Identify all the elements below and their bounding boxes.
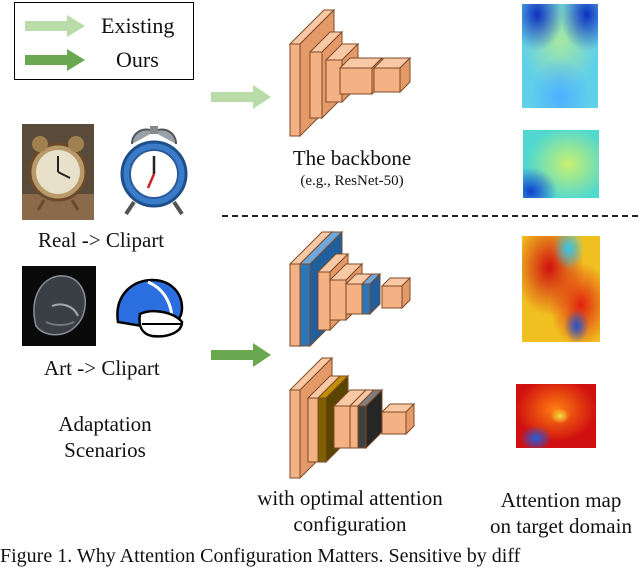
arrow-existing-flow-icon bbox=[211, 85, 271, 109]
attention-map-ours-1 bbox=[522, 236, 600, 342]
backbone-subtitle: (e.g., ResNet-50) bbox=[300, 173, 404, 189]
backbone-network-diagram bbox=[288, 8, 412, 138]
attention-label-line1: Attention map bbox=[500, 488, 622, 512]
scenario-real-clipart-label: Real -> Clipart bbox=[38, 228, 165, 252]
ours-label-line1: with optimal attention bbox=[257, 486, 443, 510]
ours-network-blue-diagram bbox=[288, 230, 412, 348]
ours-network-olive-diagram bbox=[288, 356, 416, 480]
legend-existing-label: Existing bbox=[101, 13, 175, 38]
football-helmet-clipart-icon bbox=[116, 278, 184, 338]
attention-map-ours-2 bbox=[516, 384, 596, 448]
legend-ours-label: Ours bbox=[116, 47, 159, 72]
ours-label-line2: configuration bbox=[293, 512, 407, 536]
attention-map-existing-2 bbox=[523, 130, 599, 198]
attention-map-label: Attention map on target domain bbox=[482, 490, 640, 537]
arrow-ours-icon bbox=[25, 49, 85, 71]
alarm-clock-photo-icon bbox=[22, 124, 94, 220]
section-divider bbox=[222, 215, 638, 217]
scenarios-title-line2: Scenarios bbox=[64, 438, 146, 462]
arrow-existing-icon bbox=[25, 15, 85, 37]
scenario-art-clipart-label: Art -> Clipart bbox=[44, 356, 160, 380]
backbone-title: The backbone bbox=[292, 146, 412, 170]
ours-label: with optimal attention configuration bbox=[240, 488, 460, 535]
attention-label-line2: on target domain bbox=[490, 514, 632, 538]
attention-map-existing-1 bbox=[522, 4, 598, 108]
legend-box: Existing Ours bbox=[14, 2, 194, 80]
helmet-sketch-icon bbox=[22, 266, 96, 346]
alarm-clock-clipart-icon bbox=[120, 126, 188, 216]
adaptation-scenarios-title: Adaptation Scenarios bbox=[50, 414, 160, 461]
arrow-ours-flow-icon bbox=[211, 343, 271, 367]
scenarios-title-line1: Adaptation bbox=[58, 412, 152, 436]
